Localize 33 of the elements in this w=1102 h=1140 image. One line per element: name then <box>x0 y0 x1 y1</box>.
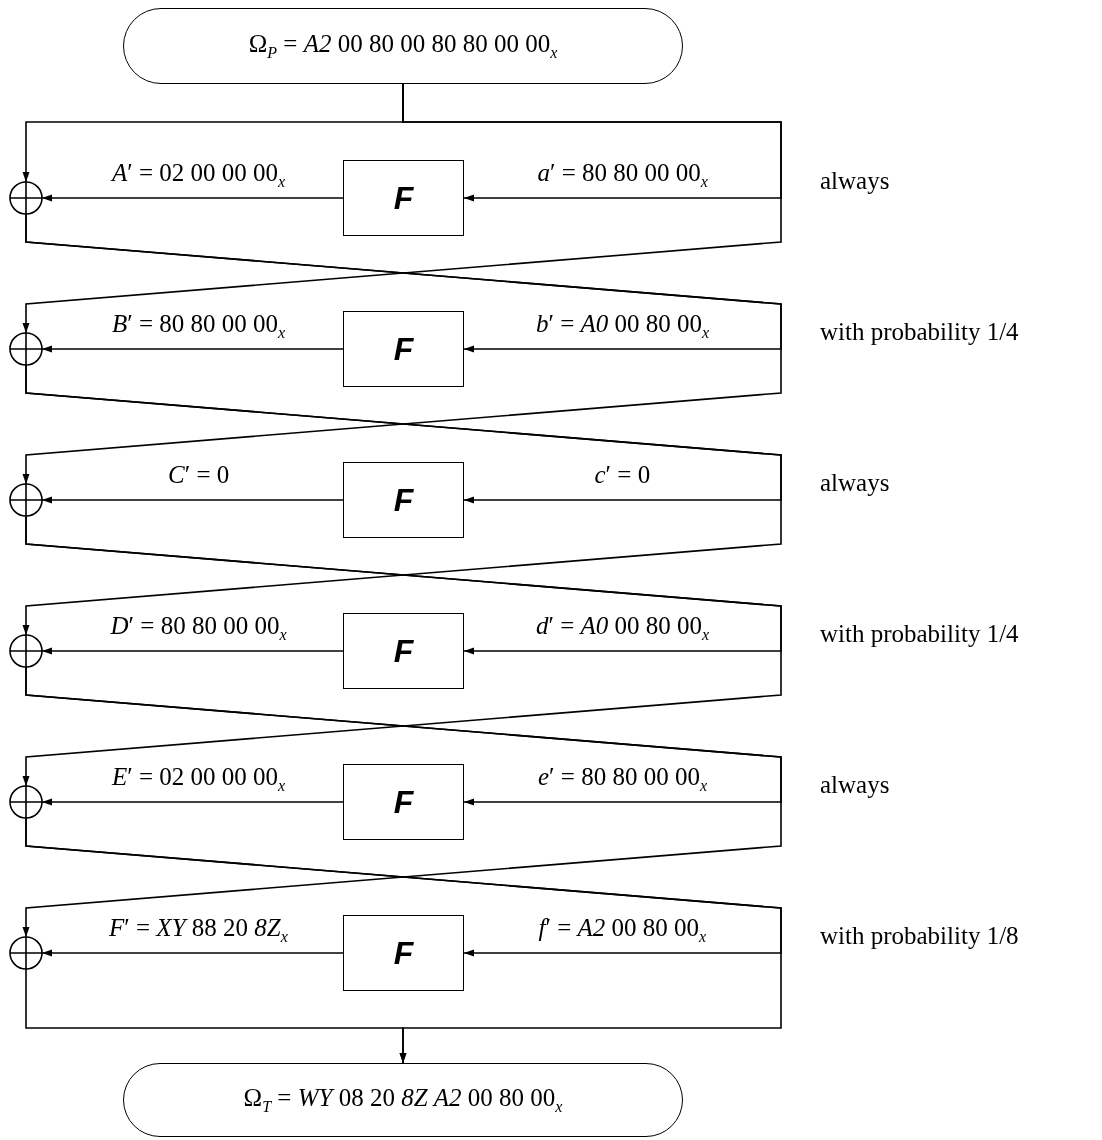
xor-symbol <box>9 332 43 366</box>
arrow <box>22 515 782 787</box>
edge-label: f′ = A2 00 80 00$_{x}$ <box>536 915 709 945</box>
function-label: F <box>393 179 414 217</box>
arrow <box>22 364 782 636</box>
function-box <box>343 462 464 538</box>
round-note: with probability 1/4 <box>820 621 1019 647</box>
round-note: always <box>820 772 890 798</box>
arrow <box>22 213 782 485</box>
xor-symbol <box>9 634 43 668</box>
arrow <box>22 83 782 334</box>
function-box <box>343 160 464 236</box>
xor-symbol <box>9 181 43 215</box>
function-label: F <box>393 330 414 368</box>
function-box <box>343 613 464 689</box>
round-note: with probability 1/8 <box>820 923 1019 949</box>
function-box <box>343 311 464 387</box>
function-box <box>343 915 464 991</box>
xor-symbol <box>9 483 43 517</box>
round-note: with probability 1/4 <box>820 319 1019 345</box>
arrow <box>25 817 782 1064</box>
difference-text: Ω$_{P}$ = A2 00 80 00 80 80 00 00$_{x}$ <box>248 30 558 62</box>
function-label: F <box>393 632 414 670</box>
function-label: F <box>393 481 414 519</box>
round-note: always <box>820 470 890 496</box>
function-label: F <box>393 934 414 972</box>
xor-symbol <box>9 936 43 970</box>
difference-text: Ω$_{T}$ = WY 08 20 8Z A2 00 80 00$_{x}$ <box>243 1084 563 1116</box>
function-label: F <box>393 783 414 821</box>
function-box <box>343 764 464 840</box>
round-note: always <box>820 168 890 194</box>
arrow <box>22 666 782 938</box>
xor-symbol <box>9 785 43 819</box>
